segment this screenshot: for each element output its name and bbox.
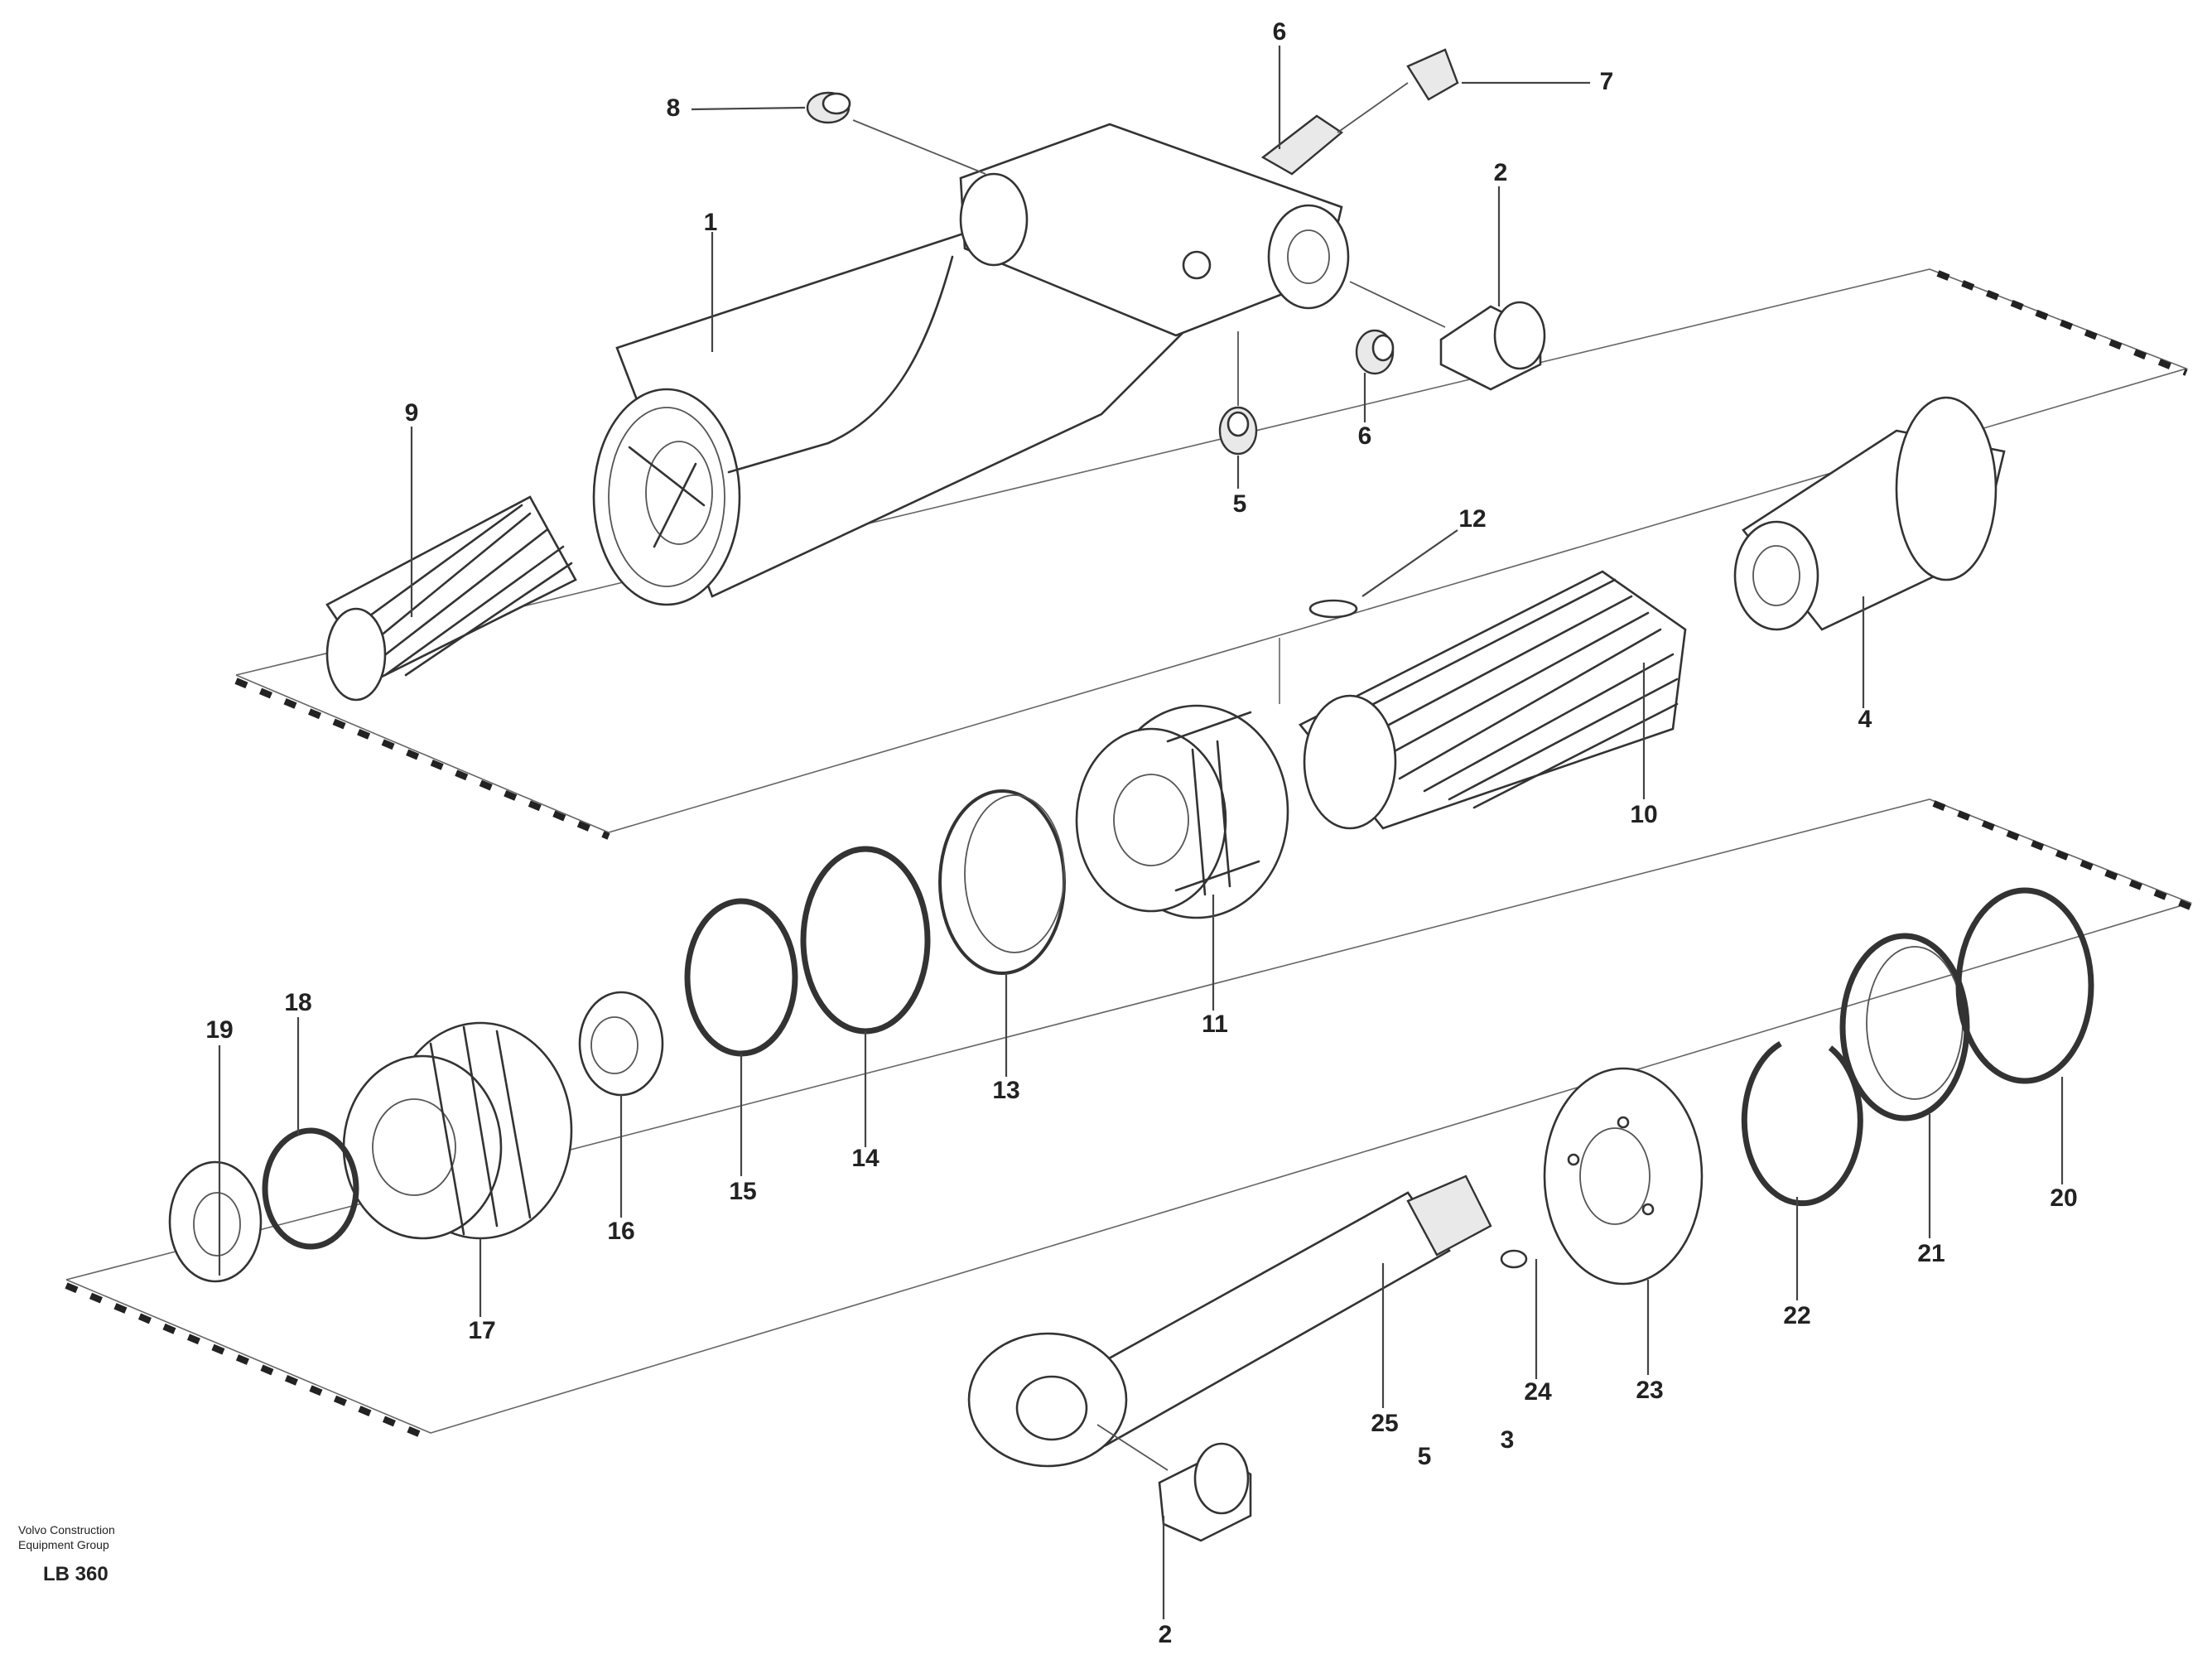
callout-label: 11 — [1202, 1011, 1228, 1038]
footer-line-2: Equipment Group — [18, 1538, 109, 1551]
callout-label: 24 — [1524, 1378, 1552, 1406]
callout-label: 17 — [468, 1317, 495, 1344]
callout-label: 2 — [1494, 159, 1508, 186]
callout-label: 7 — [1600, 68, 1614, 95]
callout-label: 9 — [405, 399, 419, 427]
ring-13: 13 — [938, 789, 1066, 1104]
footer-code: LB 360 — [43, 1563, 108, 1585]
callout-label: 5 — [1233, 490, 1247, 518]
piston-11: 11 — [1075, 704, 1289, 1038]
callout-label: 12 — [1458, 505, 1486, 533]
callout-label: 16 — [607, 1218, 634, 1245]
head-17: 17 — [342, 1021, 573, 1344]
spring-10: 10 — [1298, 570, 1687, 830]
callout-label: 15 — [729, 1178, 756, 1205]
o-ring-20: 20 — [1955, 887, 2094, 1212]
callout-label: 5 — [1418, 1443, 1432, 1470]
clip-12: 12 — [1279, 505, 1487, 704]
callout-label: 1 — [704, 209, 718, 236]
callout-label: 21 — [1917, 1240, 1945, 1267]
bushing-2-top: 2 — [1349, 159, 1546, 391]
pin-24: 24 — [1500, 1249, 1552, 1406]
footer-line-1: Volvo Construction — [18, 1523, 115, 1536]
callout-label: 3 — [1501, 1426, 1515, 1454]
item-3: 3 — [1501, 1426, 1515, 1454]
disc-23: 23 — [1543, 1067, 1704, 1404]
footer-block: Volvo Construction Equipment Group LB 36… — [18, 1523, 115, 1585]
callout-label: 8 — [667, 94, 681, 122]
bushing-2-bottom: 2 — [1096, 1424, 1252, 1648]
nipple-6-lower: 6 — [1355, 329, 1395, 450]
callout-label: 23 — [1636, 1377, 1663, 1404]
callout-label: 10 — [1630, 801, 1657, 828]
callout-label: 2 — [1159, 1621, 1173, 1648]
seal-18: 18 — [262, 989, 359, 1250]
fitting-8: 8 — [667, 91, 986, 175]
cylinder-housing — [592, 123, 1350, 606]
guide-tube-4: 4 — [1733, 396, 2006, 733]
o-ring-14: 14 — [800, 846, 931, 1172]
callout-label: 14 — [851, 1145, 879, 1172]
callout-label: 25 — [1371, 1410, 1398, 1437]
o-ring-15: 15 — [684, 898, 798, 1205]
nut-16: 16 — [578, 991, 664, 1245]
callout-label: 18 — [284, 989, 311, 1016]
bushing-19: 19 — [168, 1016, 263, 1283]
piston-rod-25: 25 — [967, 1175, 1492, 1468]
callout-label: 6 — [1358, 422, 1372, 450]
callout-label: 4 — [1858, 706, 1872, 733]
snap-ring-22: 22 — [1741, 1040, 1863, 1329]
lower-assembly-frame — [65, 798, 2193, 1442]
callout-label: 20 — [2050, 1184, 2077, 1212]
callout-label: 19 — [205, 1016, 233, 1044]
plug-5: 5 — [1218, 331, 1258, 518]
spring-9: 9 — [325, 399, 577, 702]
cap-7: 7 — [1337, 48, 1614, 133]
callout-1: 1 — [704, 209, 718, 352]
callout-label: 13 — [992, 1077, 1019, 1104]
callout-label: 22 — [1783, 1302, 1810, 1329]
nipple-6-top: 6 — [1260, 18, 1344, 176]
callout-label: 6 — [1273, 18, 1287, 46]
item-5-b: 5 — [1418, 1443, 1432, 1470]
